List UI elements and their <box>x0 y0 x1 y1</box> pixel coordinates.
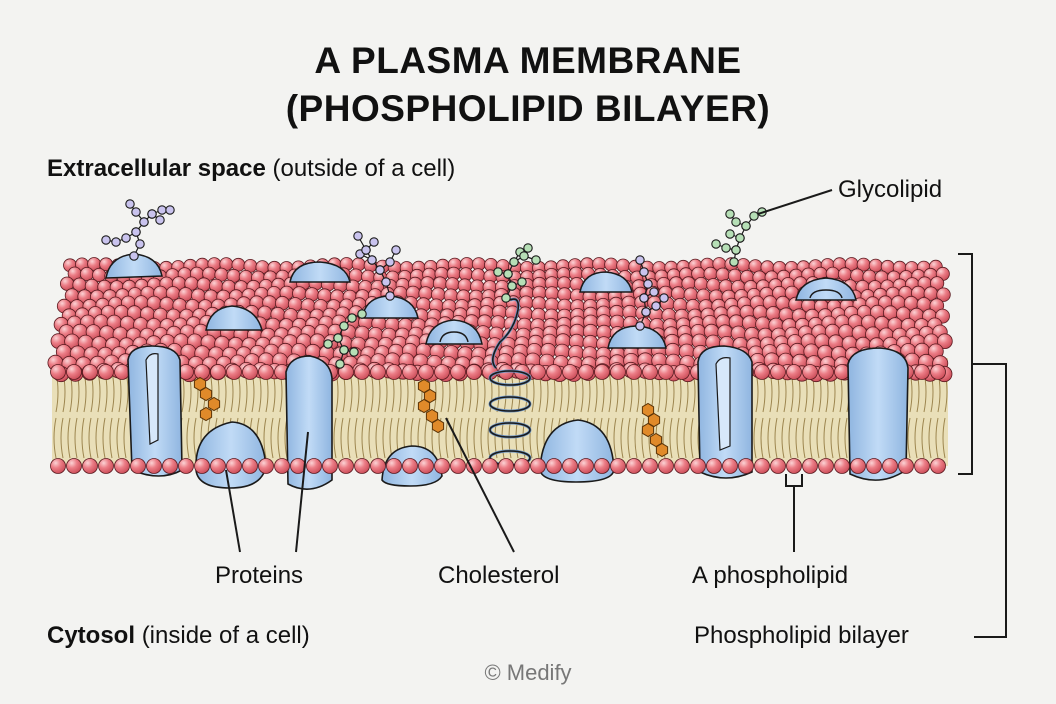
phospholipid-bilayer-label: Phospholipid bilayer <box>694 622 909 649</box>
bilayer-bracket <box>958 253 973 475</box>
extracellular-space-name: Extracellular space <box>47 155 266 182</box>
cytosol-name: Cytosol <box>47 622 136 649</box>
extracellular-space-label: Extracellular space (outside of a cell) <box>47 155 455 183</box>
proteins-label: Proteins <box>215 562 304 589</box>
phospholipid-bracket <box>785 474 803 487</box>
extracellular-space-note: (outside of a cell) <box>272 155 456 182</box>
protein-channel-2 <box>285 355 333 490</box>
title-line-2: (PHOSPHOLIPID BILAYER) <box>285 88 771 129</box>
protein-channel-1 <box>127 345 183 477</box>
glycolipid-pointer <box>757 189 833 215</box>
bottom-lipid-heads <box>50 458 946 474</box>
protein-channel-3 <box>697 345 753 479</box>
cholesterol-molecules <box>193 376 669 458</box>
title-line-1: A PLASMA MEMBRANE <box>314 40 742 81</box>
surface-protein-domes <box>105 253 857 349</box>
phospholipid-label: A phospholipid <box>692 562 849 589</box>
bilayer-pointer <box>972 363 1007 638</box>
cytosol-label: Cytosol (inside of a cell) <box>47 622 310 650</box>
pointer-lines <box>225 189 1007 638</box>
protein-channel-4 <box>847 347 909 481</box>
carbohydrate-chains <box>101 199 767 369</box>
proteins-pointer-2 <box>295 431 309 553</box>
copyright: © Medify <box>484 660 572 685</box>
helical-protein <box>488 297 532 467</box>
glycolipid-label: Glycolipid <box>838 176 943 203</box>
cholesterol-pointer <box>445 417 515 553</box>
cholesterol-label: Cholesterol <box>438 562 560 589</box>
proteins-pointer-1 <box>225 469 241 553</box>
cytosol-note: (inside of a cell) <box>141 622 310 649</box>
